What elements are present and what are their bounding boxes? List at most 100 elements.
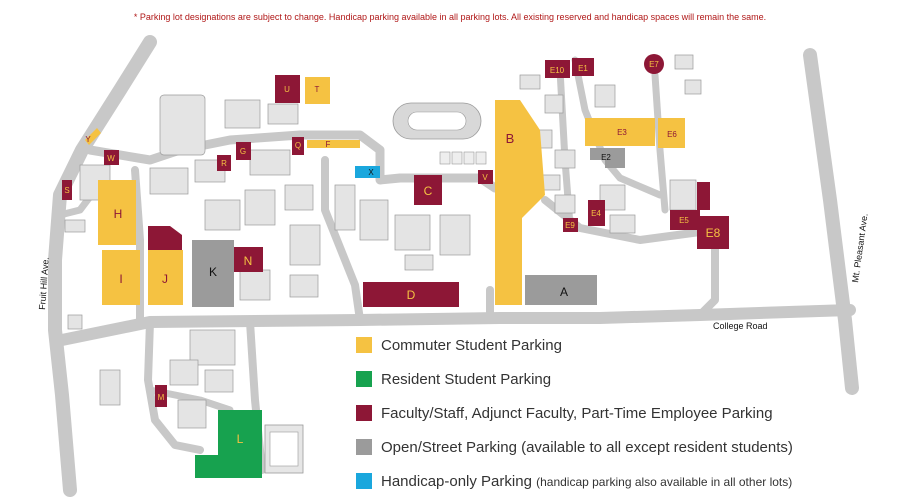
lot-e6 [658,118,685,148]
lot-e1 [572,58,594,76]
building [244,189,276,226]
building [609,214,636,234]
lot-x [355,166,380,178]
building [544,94,564,114]
parking-disclaimer-note: * Parking lot designations are subject t… [133,12,767,22]
lot-y [85,128,101,145]
lot-k [192,240,234,307]
tennis-courts [439,151,487,165]
lot-a [525,275,597,305]
lot-e8 [697,216,729,249]
building [149,167,189,195]
lot-label-c: C [424,184,433,198]
road-label-mt-pleasant: Mt. Pleasant Ave. [850,213,870,284]
resident-lots [195,410,262,478]
lot-label-y: Y [85,135,91,144]
inner-road-center [321,156,364,324]
lot-label-h: H [114,207,123,221]
lot-label-k: K [209,265,217,279]
legend-item-commuter: Commuter Student Parking [356,328,793,362]
lot-label-t: T [315,85,320,94]
court [451,151,463,165]
building [359,199,389,241]
lot-label-u: U [284,85,290,94]
lot-label-e6: E6 [667,130,677,139]
legend-label-commuter: Commuter Student Parking [381,336,562,354]
legend-handicap-main: Handicap-only Parking [381,472,532,490]
lot-i [102,250,140,305]
lot-e9 [563,218,578,232]
lot-r [217,155,231,171]
field-inner [269,431,299,467]
building [204,199,241,231]
lot-label-q: Q [295,141,301,150]
building [267,103,299,125]
open-lots [192,148,625,307]
lot-label-j: J [162,272,168,286]
building [249,149,291,176]
building [674,54,694,70]
lot-e3 [585,118,655,146]
court [475,151,487,165]
athletic-track [392,102,482,140]
lot-w [104,150,119,165]
lot-label-r: R [221,159,227,168]
lot-s [62,180,72,200]
lot-label-e8: E8 [706,226,721,240]
building [67,314,83,330]
lot-t [305,77,330,104]
lot-label-i: I [119,272,122,286]
legend-item-handicap: Handicap-only Parking (handicap parking … [356,464,793,498]
legend-item-open: Open/Street Parking (available to all ex… [356,430,793,464]
mt-pleasant-ave-road [803,48,859,395]
lot-labels: B A D C V H I J K N L M U T Q F G R W S … [64,60,720,446]
lot-n [233,247,263,272]
lot-label-d: D [407,288,416,302]
map-legend: Commuter Student Parking Resident Studen… [356,328,793,498]
lot-label-l: L [237,432,244,446]
legend-label-open: Open/Street Parking (available to all ex… [381,438,793,456]
legend-swatch-resident [356,371,372,387]
lot-d [363,282,459,307]
building [204,369,234,393]
lot-label-e1: E1 [578,64,588,73]
lot-v [478,170,493,184]
building [99,369,121,406]
lot-e10 [545,60,570,78]
building [439,214,471,256]
building [284,184,314,211]
handicap-lots [355,166,380,178]
building [224,99,261,129]
lot-e4 [588,200,605,226]
building [519,74,541,90]
lot-j-upper [148,226,182,250]
building [594,84,616,108]
lot-c [414,175,442,205]
court [463,151,475,165]
lot-label-s: S [64,186,69,195]
legend-swatch-open [356,439,372,455]
lot-label-v: V [482,173,488,182]
building [189,329,236,366]
legend-label-handicap: Handicap-only Parking (handicap parking … [381,473,792,490]
road-label-college: College Road [713,321,768,331]
lot-label-g: G [240,147,246,156]
legend-handicap-note: (handicap parking also available in all … [536,474,793,489]
building [394,214,431,251]
lot-u [275,75,300,103]
lot-label-m: M [158,393,165,402]
lot-label-e4: E4 [591,209,601,218]
building [159,94,206,156]
road-label-fruit-hill: Fruit Hill Ave. [37,257,51,310]
lot-e2 [590,148,625,168]
legend-label-faculty: Faculty/Staff, Adjunct Faculty, Part-Tim… [381,404,773,422]
lot-label-b: B [506,131,515,146]
legend-item-resident: Resident Student Parking [356,362,793,396]
lot-label-e5: E5 [679,216,689,225]
lot-label-e3: E3 [617,128,627,137]
lot-b [495,100,545,305]
building [64,219,86,233]
lot-label-a: A [560,285,568,299]
lot-label-e9: E9 [565,221,575,230]
